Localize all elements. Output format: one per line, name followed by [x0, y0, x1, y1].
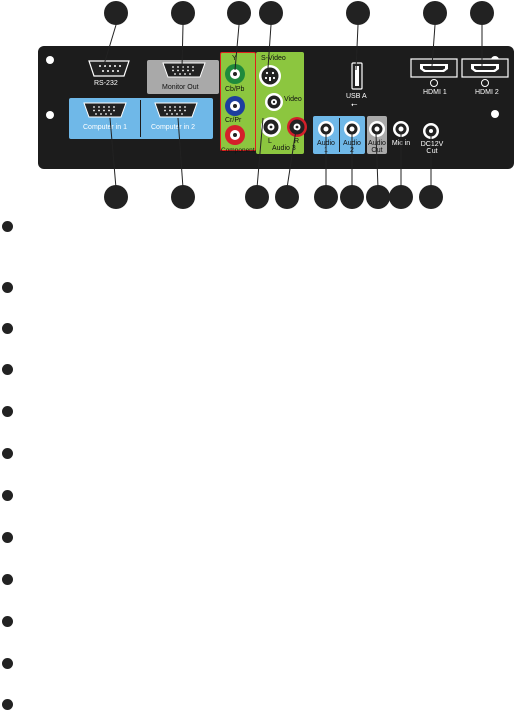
- callout-top-5: [346, 1, 370, 25]
- legend-bullet-6: [2, 448, 13, 459]
- audio-out-jack: [368, 120, 386, 138]
- audio2-jack: [343, 120, 361, 138]
- computer-in-2-label: Computer in 2: [151, 124, 195, 131]
- callout-top-3: [227, 1, 251, 25]
- callout-top-6: [423, 1, 447, 25]
- component-crpr-label: Cr/Pr: [225, 117, 242, 124]
- component-cbpb-jack: [224, 95, 246, 117]
- screw-hole-bottom-right: [491, 110, 499, 118]
- hdmi2-label: HDMI 2: [475, 89, 499, 96]
- computer-in-1-port: [83, 102, 127, 118]
- callout-bottom-4: [275, 185, 299, 209]
- s-video-label: S-Video: [261, 55, 286, 62]
- callout-top-1: [104, 1, 128, 25]
- callout-bottom-2: [171, 185, 195, 209]
- component-y-jack: [224, 63, 246, 85]
- component-crpr-jack: [224, 124, 246, 146]
- legend-bullet-10: [2, 616, 13, 627]
- audio-out-label: Audio Out: [368, 140, 386, 154]
- rs232-label: RS-232: [94, 80, 118, 87]
- audio-in-divider: [339, 118, 340, 152]
- dc-out-jack: [422, 122, 440, 140]
- audio2-label: Audio 2: [343, 140, 361, 154]
- legend-bullet-1: [2, 221, 13, 232]
- usb-icon: ⭠: [351, 100, 358, 109]
- s-video-jack: [258, 64, 282, 88]
- usb-a-port: [351, 62, 363, 90]
- component-cbpb-label: Cb/Pb: [225, 86, 245, 93]
- legend-bullet-2: [2, 282, 13, 293]
- callout-bottom-3: [245, 185, 269, 209]
- screw-hole-top-left: [46, 56, 54, 64]
- monitor-out-label: Monitor Out: [162, 84, 199, 91]
- legend-bullet-3: [2, 323, 13, 334]
- callout-top-7: [470, 1, 494, 25]
- callout-bottom-9: [419, 185, 443, 209]
- audio3-l-label: L: [268, 138, 272, 145]
- monitor-out-port: [162, 62, 206, 78]
- audio1-label: Audio 1: [317, 140, 335, 154]
- legend-bullet-8: [2, 532, 13, 543]
- audio1-jack: [317, 120, 335, 138]
- legend-bullet-12: [2, 699, 13, 710]
- computer-in-2-port: [154, 102, 198, 118]
- callout-bottom-1: [104, 185, 128, 209]
- audio3-r-label: R: [294, 138, 300, 145]
- callout-bottom-7: [366, 185, 390, 209]
- callout-bottom-5: [314, 185, 338, 209]
- hdmi2-screw: [481, 79, 489, 87]
- legend-bullet-5: [2, 406, 13, 417]
- mic-in-label: Mic in: [391, 140, 411, 147]
- callout-top-2: [171, 1, 195, 25]
- usb-a-label: USB A: [346, 93, 367, 100]
- mic-in-jack: [392, 120, 410, 138]
- hdmi1-screw: [430, 79, 438, 87]
- legend-bullet-7: [2, 490, 13, 501]
- callout-bottom-8: [389, 185, 413, 209]
- audio3-label: Audio 3: [272, 145, 296, 152]
- callout-top-4: [259, 1, 283, 25]
- hdmi1-port: [410, 58, 458, 78]
- component-y-label: Y: [232, 55, 237, 62]
- hdmi1-label: HDMI 1: [423, 89, 447, 96]
- legend-bullet-9: [2, 574, 13, 585]
- video-jack: [264, 92, 284, 112]
- video-label: Video: [284, 96, 302, 103]
- legend-bullet-11: [2, 658, 13, 669]
- hdmi2-port: [461, 58, 509, 78]
- callout-bottom-6: [340, 185, 364, 209]
- projector-back-panel: RS-232 Monitor Out Computer in 1 Compute…: [38, 46, 514, 169]
- computer-in-1-label: Computer in 1: [83, 124, 127, 131]
- screw-hole-bottom-left: [46, 111, 54, 119]
- component-label: Component: [221, 147, 255, 154]
- rs232-port: [88, 60, 130, 77]
- audio3-l-jack: [260, 116, 282, 138]
- audio3-r-jack: [286, 116, 308, 138]
- computer-in-divider: [140, 100, 141, 137]
- legend-bullet-4: [2, 364, 13, 375]
- dc-out-label: DC12V Out: [420, 141, 444, 155]
